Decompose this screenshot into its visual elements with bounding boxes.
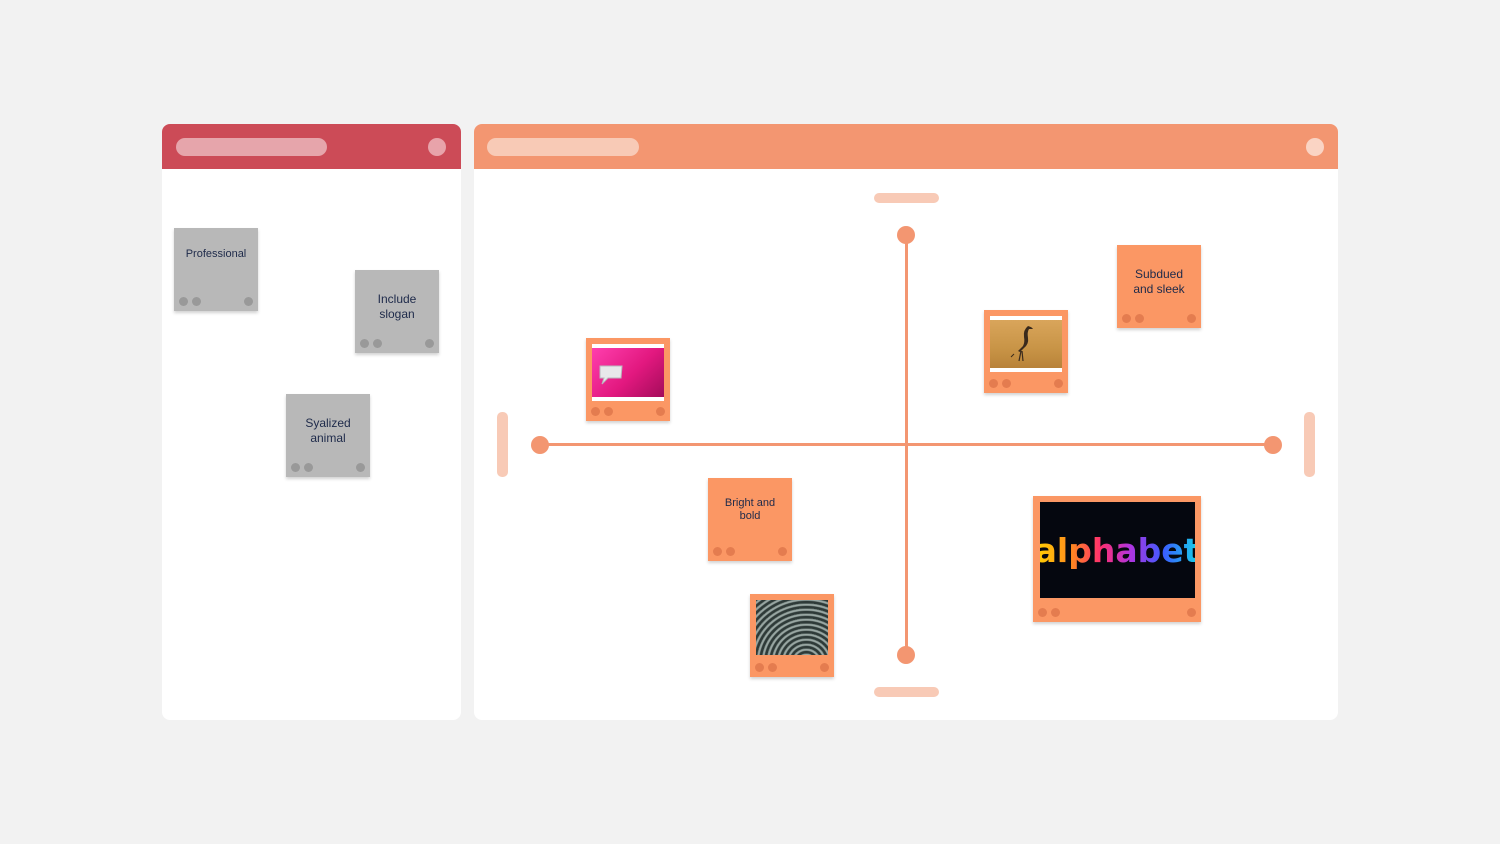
speech-bubble-icon: [599, 365, 623, 385]
note-dot: [755, 663, 764, 672]
note-dot: [373, 339, 382, 348]
sticky-note-text: Bright and bold: [724, 497, 776, 522]
left-panel-header: [162, 124, 461, 169]
axis-handle-right[interactable]: [1264, 436, 1282, 454]
note-dot: [192, 297, 201, 306]
sticky-note-bright-and-bold[interactable]: Bright and bold: [708, 478, 792, 561]
sticky-note-dots: [1122, 314, 1196, 323]
sticky-note-dots: [713, 547, 787, 556]
note-dot: [591, 407, 600, 416]
sticky-note-dots: [989, 379, 1063, 388]
axis-cap-top: [874, 193, 939, 203]
left-panel-title-placeholder: [176, 138, 327, 156]
sticky-note-syalized-animal[interactable]: Syalized animal: [286, 394, 370, 477]
image-note-heron[interactable]: [984, 310, 1068, 393]
note-dot: [1002, 379, 1011, 388]
note-dot: [768, 663, 777, 672]
horizontal-axis-line: [539, 443, 1273, 446]
left-panel-menu-button[interactable]: [428, 138, 446, 156]
sticky-note-text: Subdued and sleek: [1133, 267, 1185, 296]
note-dot: [1135, 314, 1144, 323]
sticky-note-text: Professional: [185, 248, 247, 260]
sticky-note-subdued-and-sleek[interactable]: Subdued and sleek: [1117, 245, 1201, 328]
note-dot: [713, 547, 722, 556]
sticky-note-dots: [591, 407, 665, 416]
axis-cap-left: [497, 412, 508, 477]
sticky-note-dots: [291, 463, 365, 472]
heron-bird-image: [990, 316, 1062, 372]
heron-silhouette-icon: [1010, 326, 1033, 362]
alphabet-logo-image: alphabet: [1040, 502, 1195, 598]
note-dot: [360, 339, 369, 348]
note-dot: [291, 463, 300, 472]
note-dot: [244, 297, 253, 306]
image-note-pattern[interactable]: [750, 594, 834, 677]
sticky-note-dots: [179, 297, 253, 306]
note-dot: [1187, 314, 1196, 323]
axis-handle-bottom[interactable]: [897, 646, 915, 664]
axis-handle-top[interactable]: [897, 226, 915, 244]
note-dot: [1051, 608, 1060, 617]
sticky-note-dots: [360, 339, 434, 348]
right-panel-menu-button[interactable]: [1306, 138, 1324, 156]
note-dot: [304, 463, 313, 472]
axis-cap-right: [1304, 412, 1315, 477]
note-dot: [1054, 379, 1063, 388]
note-dot: [778, 547, 787, 556]
right-panel-header: [474, 124, 1338, 169]
note-dot: [604, 407, 613, 416]
sticky-note-include-slogan[interactable]: Include slogan: [355, 270, 439, 353]
note-dot: [989, 379, 998, 388]
axis-handle-left[interactable]: [531, 436, 549, 454]
image-note-alphabet[interactable]: alphabet: [1033, 496, 1201, 622]
note-dot: [656, 407, 665, 416]
alphabet-caption: alphabet: [1040, 531, 1195, 570]
sticky-note-text: Syalized animal: [305, 416, 351, 445]
image-note-pink[interactable]: [586, 338, 670, 421]
concentric-pattern-image: [756, 600, 828, 655]
note-dot: [1038, 608, 1047, 617]
note-dot: [356, 463, 365, 472]
note-dot: [179, 297, 188, 306]
sticky-note-text: Include slogan: [377, 292, 417, 321]
pink-speech-bubble-image: [592, 344, 664, 401]
sticky-note-dots: [1038, 608, 1196, 617]
left-panel: [162, 124, 461, 720]
note-dot: [1122, 314, 1131, 323]
sticky-note-professional[interactable]: Professional: [174, 228, 258, 311]
note-dot: [726, 547, 735, 556]
alphabet-wordmark: alphabet: [1040, 531, 1195, 570]
note-dot: [425, 339, 434, 348]
axis-cap-bottom: [874, 687, 939, 697]
note-dot: [820, 663, 829, 672]
note-dot: [1187, 608, 1196, 617]
sticky-note-dots: [755, 663, 829, 672]
right-panel-title-placeholder: [487, 138, 639, 156]
